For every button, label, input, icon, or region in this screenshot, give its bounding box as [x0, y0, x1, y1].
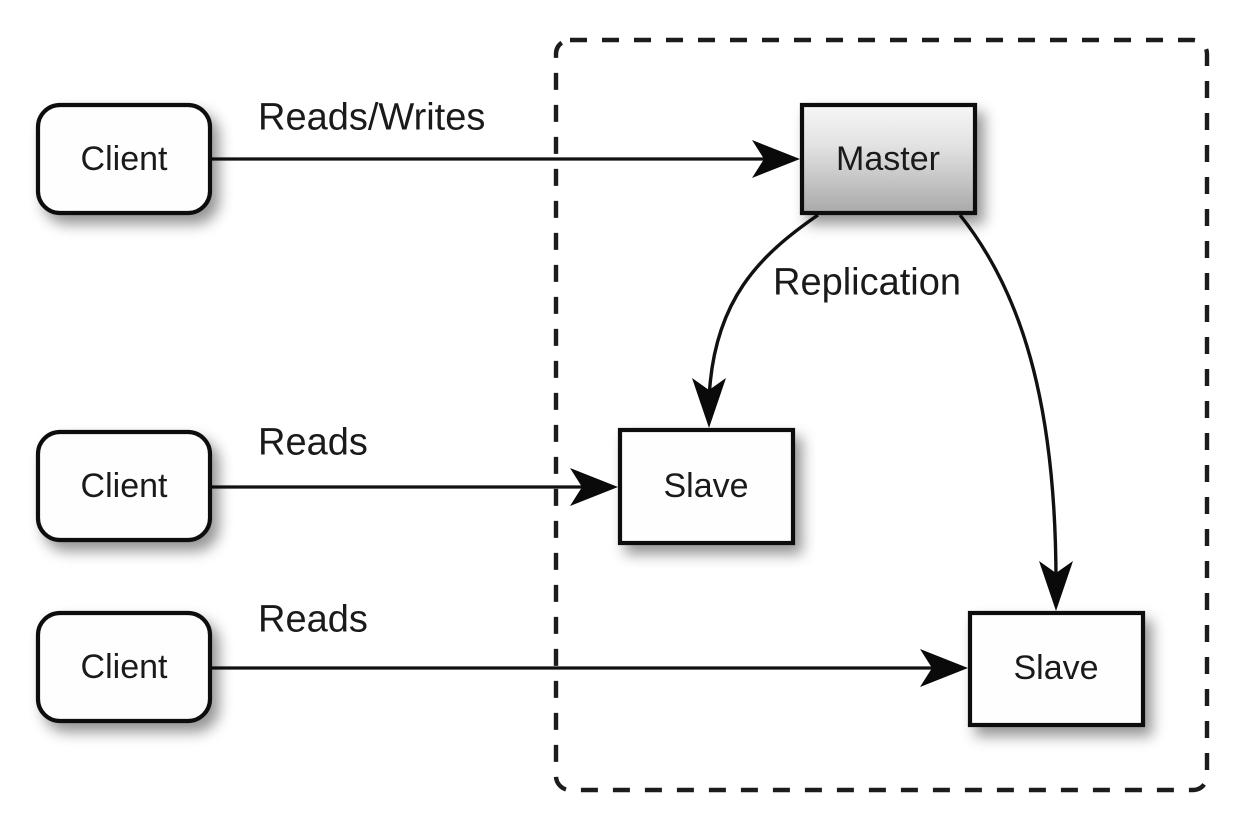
edge-label-reads-middle: Reads	[258, 421, 368, 463]
node-client-top-label: Client	[81, 140, 168, 178]
edge-label-replication: Replication	[773, 261, 961, 303]
node-client-middle-label: Client	[81, 467, 168, 505]
node-client-bottom[interactable]: Client	[35, 610, 213, 724]
edge-client-middle-slave-upper	[210, 468, 618, 506]
edge-client-top-master	[210, 140, 800, 178]
edge-label-reads-writes: Reads/Writes	[258, 96, 485, 138]
replication-cluster-boundary	[553, 37, 1210, 793]
node-client-top[interactable]: Client	[35, 102, 213, 216]
node-client-bottom-label: Client	[81, 648, 168, 686]
edge-client-bottom-slave-lower	[210, 649, 968, 687]
edge-master-slave-lower	[958, 213, 1073, 611]
node-slave-upper[interactable]: Slave	[617, 427, 796, 546]
node-client-middle[interactable]: Client	[35, 429, 213, 543]
node-slave-lower[interactable]: Slave	[967, 610, 1146, 728]
node-master[interactable]: Master	[799, 102, 978, 216]
edge-master-slave-upper	[692, 213, 819, 428]
node-slave-lower-label: Slave	[1013, 649, 1098, 687]
edge-label-reads-bottom: Reads	[258, 598, 368, 640]
node-master-label: Master	[836, 140, 940, 178]
node-slave-upper-label: Slave	[663, 467, 748, 505]
